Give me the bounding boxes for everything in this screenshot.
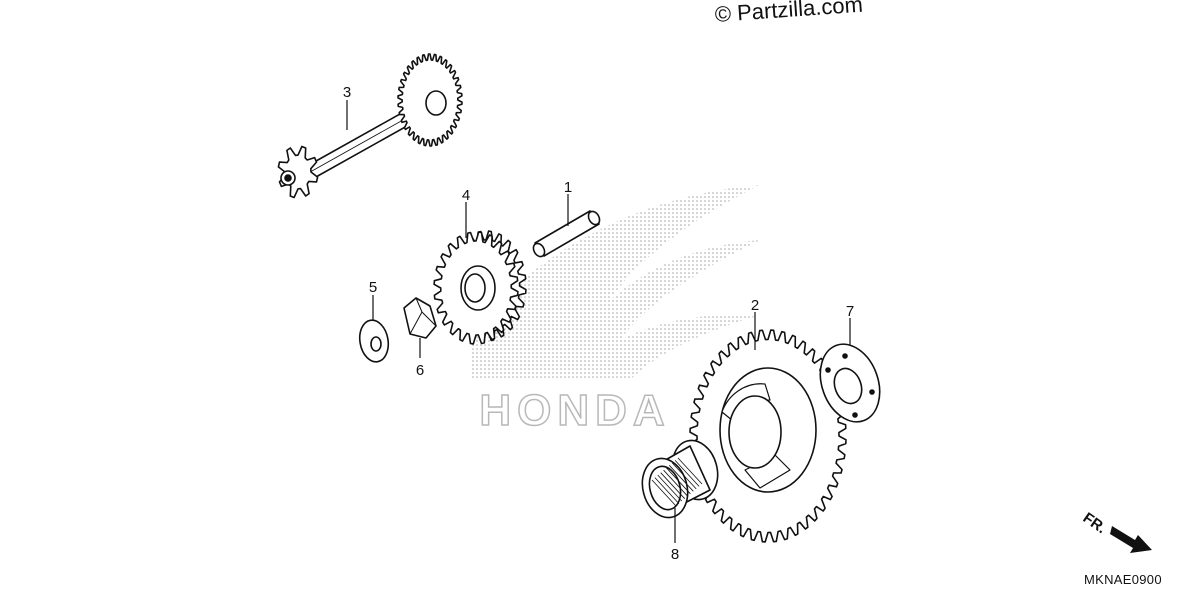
callout-number[interactable]: 2 — [751, 297, 759, 314]
bearing-needle — [663, 469, 688, 497]
bearing-needle — [654, 477, 680, 504]
starter-gear-icon[interactable] — [689, 329, 847, 543]
needle-bearing-icon[interactable] — [636, 435, 724, 522]
plate-icon[interactable] — [810, 336, 890, 430]
fr-label: FR. — [1080, 509, 1110, 537]
callout-number[interactable]: 1 — [564, 179, 572, 196]
honda-wing-logo: HONDA — [470, 185, 760, 436]
callout-number[interactable]: 3 — [343, 84, 351, 101]
front-direction-indicator: FR. — [1080, 509, 1152, 553]
bearing-needle — [674, 460, 700, 487]
bearing-needle — [657, 474, 683, 502]
callout-number[interactable]: 8 — [671, 546, 679, 563]
arrow-right-down-icon — [1110, 526, 1152, 553]
washer-icon[interactable] — [357, 318, 392, 364]
callout-number[interactable]: 4 — [462, 187, 470, 204]
bearing-needle — [671, 462, 697, 490]
callout-number[interactable]: 5 — [369, 279, 377, 296]
bearing-needle — [677, 457, 703, 485]
honda-watermark-text: HONDA — [479, 386, 670, 435]
callout-number[interactable]: 6 — [416, 362, 424, 379]
callout-number[interactable]: 7 — [846, 303, 854, 320]
reduction-gear-shaft-icon[interactable] — [277, 53, 463, 199]
bearing-needle — [660, 472, 685, 499]
idle-gear-icon[interactable] — [433, 230, 527, 345]
bearing-needle — [651, 479, 677, 507]
bearing-needle — [669, 465, 694, 492]
pin-icon[interactable] — [531, 209, 602, 258]
diagram-code: MKNAE0900 — [1084, 572, 1162, 587]
bearing-needle — [666, 467, 691, 495]
nut-icon[interactable] — [403, 297, 437, 339]
